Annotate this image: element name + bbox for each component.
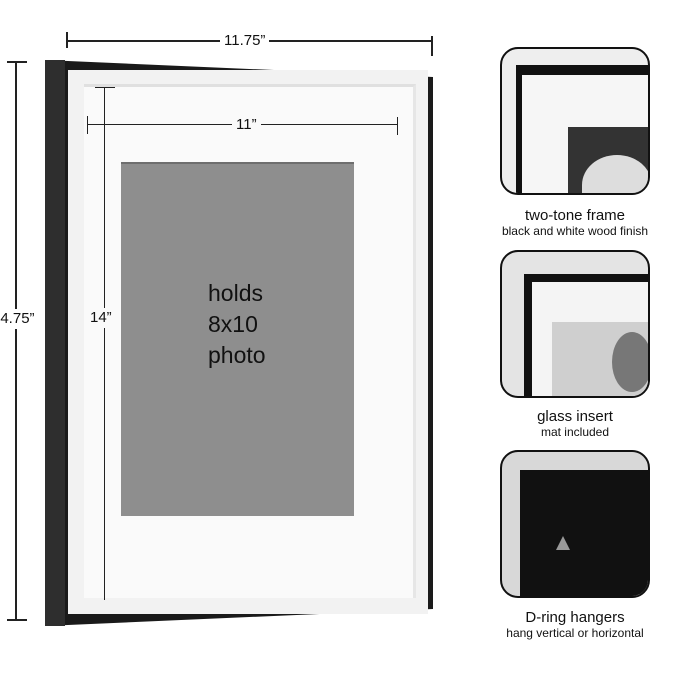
frame-side (45, 60, 65, 626)
d-ring-icon (556, 536, 570, 550)
feature-caption: glass insert mat included (470, 408, 680, 439)
outer-height-label: 14.75” (0, 309, 37, 329)
feature-caption: D-ring hangers hang vertical or horizont… (470, 609, 680, 640)
photo-label: holds 8x10 photo (208, 278, 266, 371)
inner-height-dimension-line (104, 88, 105, 600)
detail-glass-insert (500, 250, 650, 398)
feature-title: D-ring hangers (525, 609, 625, 626)
photo-label-line: holds (208, 280, 263, 306)
feature-subtitle: mat included (540, 425, 610, 439)
feature-title: glass insert (537, 408, 613, 425)
dimension-tick (431, 36, 433, 56)
feature-caption: two-tone frame black and white wood fini… (470, 207, 680, 238)
dimension-tick (87, 116, 88, 134)
dimension-tick (7, 619, 27, 621)
inner-width-label: 11” (232, 117, 261, 133)
outer-height-dimension-line (15, 62, 17, 620)
feature-subtitle: black and white wood finish (501, 224, 649, 238)
detail-two-tone-frame (500, 47, 650, 195)
photo-label-line: photo (208, 342, 266, 368)
inner-height-label: 14” (88, 308, 114, 328)
dimension-tick (95, 87, 115, 88)
dimension-tick (66, 32, 68, 48)
feature-subtitle: hang vertical or horizontal (506, 626, 644, 640)
photo-label-line: 8x10 (208, 311, 258, 337)
dimension-tick (7, 61, 27, 63)
detail-d-ring-hangers (500, 450, 650, 598)
photo-area (121, 162, 354, 516)
feature-title: two-tone frame (524, 207, 626, 224)
dimension-tick (397, 117, 398, 135)
outer-width-label: 11.75” (220, 33, 270, 49)
